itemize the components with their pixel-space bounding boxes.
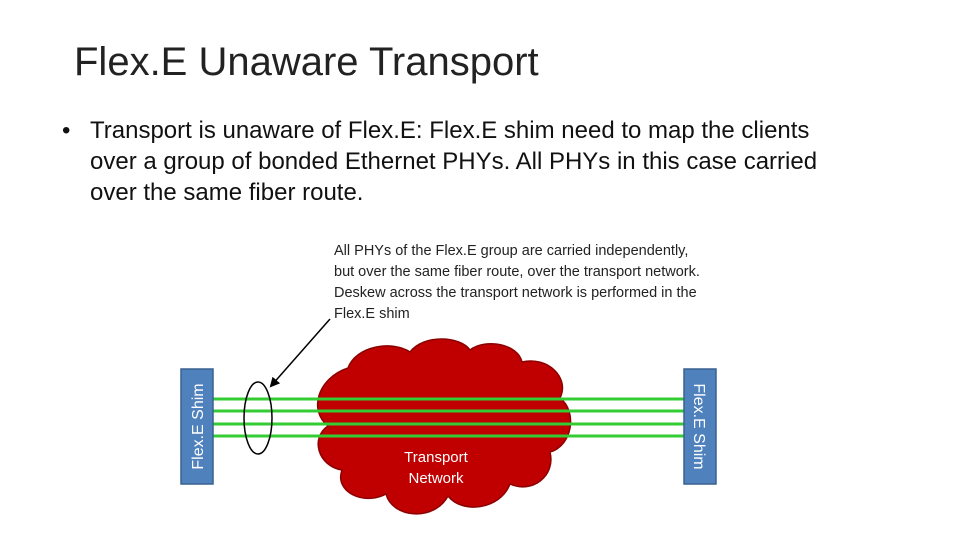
cloud-label-line-1: Transport [404,449,468,466]
slide-title: Flex.E Unaware Transport [74,40,539,84]
phy-links [213,397,684,438]
bullet-line-3: over the same fiber route. [90,179,364,206]
bullet-point: • Transport is unaware of Flex.E: Flex.E… [62,115,882,208]
transport-network-cloud [317,338,572,515]
annotation-arrow [269,318,331,388]
phy-group-ellipse [243,381,273,455]
note-line-1: All PHYs of the Flex.E group are carried… [334,243,689,259]
left-shim-label: Flex.E Shim [190,383,207,469]
note-line-2: but over the same fiber route, over the … [334,264,700,280]
note-line-4: Flex.E shim [334,306,410,322]
right-shim-label: Flex.E Shim [690,383,707,469]
annotation-note: All PHYs of the Flex.E group are carried… [334,241,774,325]
bullet-dot: • [62,117,71,144]
bullet-line-1: Transport is unaware of Flex.E: Flex.E s… [90,117,810,144]
left-flexe-shim [180,368,214,485]
note-line-3: Deskew across the transport network is p… [334,285,697,301]
bullet-line-2: over a group of bonded Ethernet PHYs. Al… [90,148,818,175]
cloud-label-line-2: Network [408,470,464,487]
right-flexe-shim [683,368,717,485]
